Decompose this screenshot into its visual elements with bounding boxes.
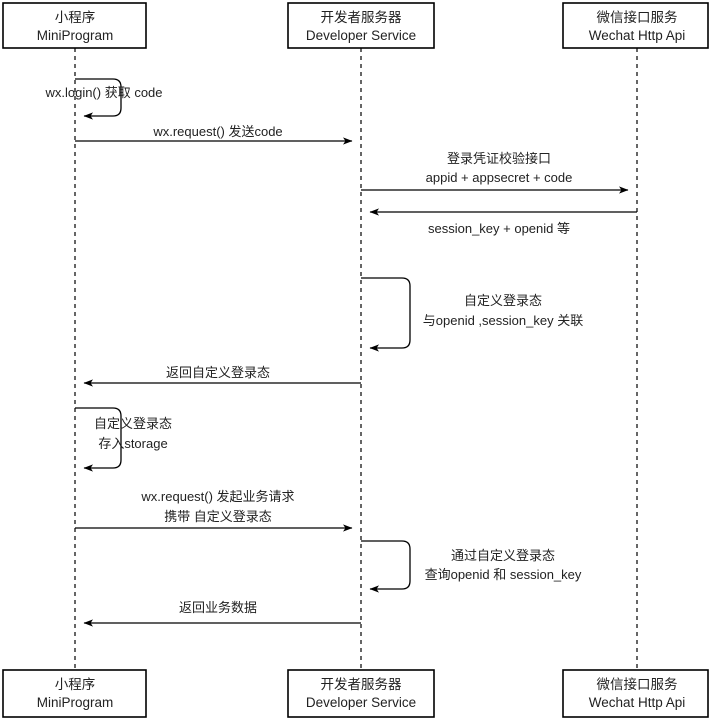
actor-box-frame bbox=[287, 2, 435, 49]
message-label: 携带 自定义登录态 bbox=[164, 509, 272, 524]
message-m6[interactable]: 返回自定义登录态 bbox=[83, 365, 361, 387]
actor-label-en: MiniProgram bbox=[37, 28, 114, 43]
actor-box-frame bbox=[2, 669, 147, 718]
actor-label-cn: 小程序 bbox=[55, 677, 96, 692]
actor-box-top-miniprogram[interactable]: 小程序 MiniProgram bbox=[2, 2, 147, 49]
actor-label-cn: 微信接口服务 bbox=[597, 9, 678, 25]
actor-label-cn: 开发者服务器 bbox=[321, 677, 402, 692]
message-m3[interactable]: 登录凭证校验接口 appid + appsecret + code bbox=[361, 151, 629, 194]
message-label: 返回业务数据 bbox=[179, 600, 257, 615]
actor-label-en: Wechat Http Api bbox=[589, 28, 686, 43]
message-m1[interactable]: wx.login() 获取 code bbox=[44, 78, 163, 120]
self-message-loop bbox=[75, 78, 122, 120]
self-message-loop bbox=[361, 540, 411, 593]
message-label: appid + appsecret + code bbox=[426, 170, 573, 185]
message-label: 自定义登录态 bbox=[464, 293, 542, 308]
message-label: 返回自定义登录态 bbox=[166, 365, 270, 380]
actor-box-bottom-wechat[interactable]: 微信接口服务 Wechat Http Api bbox=[562, 669, 709, 718]
message-label: wx.request() 发起业务请求 bbox=[140, 489, 294, 504]
message-m10[interactable]: 返回业务数据 bbox=[83, 600, 361, 627]
message-label: wx.request() 发送code bbox=[152, 124, 282, 139]
message-label: 与openid ,session_key 关联 bbox=[423, 313, 583, 328]
message-m2[interactable]: wx.request() 发送code bbox=[75, 124, 353, 145]
message-label: 存入storage bbox=[98, 436, 167, 451]
actor-box-frame bbox=[562, 2, 709, 49]
message-m4[interactable]: session_key + openid 等 bbox=[369, 208, 637, 236]
message-label: 通过自定义登录态 bbox=[451, 548, 555, 563]
messages-layer: wx.login() 获取 code wx.request() 发送code 登录凭… bbox=[44, 78, 637, 627]
actor-box-bottom-miniprogram[interactable]: 小程序 MiniProgram bbox=[2, 669, 147, 718]
message-label: 登录凭证校验接口 bbox=[447, 151, 551, 166]
actor-label-cn: 开发者服务器 bbox=[321, 10, 402, 25]
actor-box-frame bbox=[562, 669, 709, 718]
actor-box-frame bbox=[287, 669, 435, 718]
message-label: session_key + openid 等 bbox=[428, 221, 570, 236]
actor-label-en: Wechat Http Api bbox=[589, 695, 686, 710]
actor-box-top-wechat[interactable]: 微信接口服务 Wechat Http Api bbox=[562, 2, 709, 49]
message-label: wx.login() 获取 code bbox=[44, 85, 162, 100]
actor-box-top-developer[interactable]: 开发者服务器 Developer Service bbox=[287, 2, 435, 49]
message-label: 查询openid 和 session_key bbox=[425, 567, 582, 582]
actor-label-en: Developer Service bbox=[306, 695, 416, 710]
self-message-loop bbox=[75, 407, 122, 472]
actor-label-en: MiniProgram bbox=[37, 695, 114, 710]
actor-box-frame bbox=[2, 2, 147, 49]
actor-label-cn: 微信接口服务 bbox=[597, 676, 678, 692]
message-label: 自定义登录态 bbox=[94, 416, 172, 431]
self-message-loop bbox=[361, 277, 411, 352]
actor-label-en: Developer Service bbox=[306, 28, 416, 43]
actor-box-bottom-developer[interactable]: 开发者服务器 Developer Service bbox=[287, 669, 435, 718]
actor-label-cn: 小程序 bbox=[55, 10, 96, 25]
